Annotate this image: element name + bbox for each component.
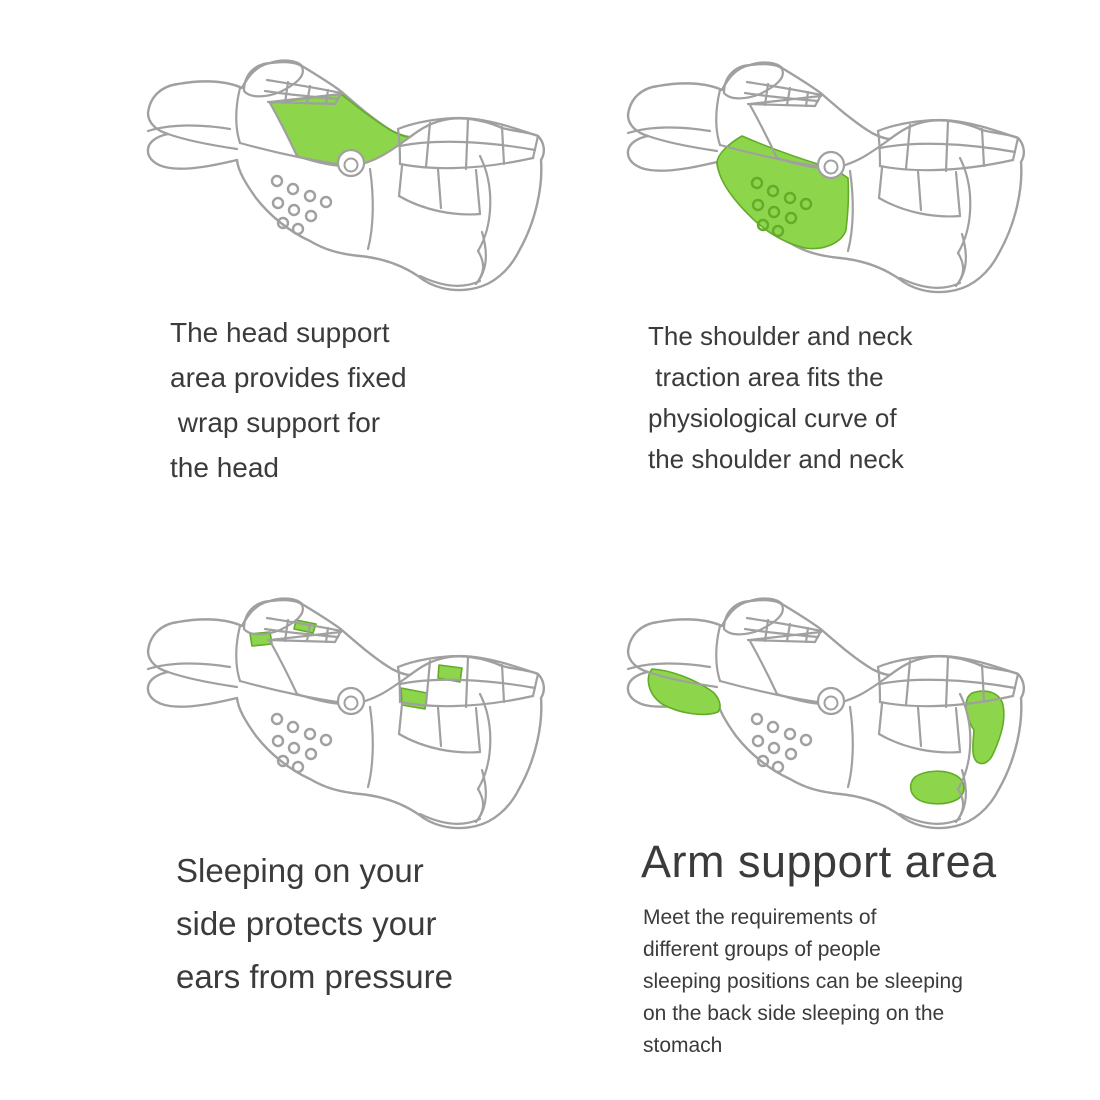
caption-arm-support: Meet the requirements of different group…	[643, 906, 963, 1057]
pillow-sketch	[626, 597, 1026, 830]
pillow-sketch	[146, 597, 546, 830]
caption-side-sleeping: Sleeping on your side protects your ears…	[176, 852, 453, 995]
pillow-illustration-head-support	[130, 36, 570, 308]
pillow-sketch	[146, 59, 546, 292]
arm-support-title: Arm support area	[641, 836, 997, 887]
pillow-sketch	[626, 61, 1026, 294]
caption-head-support: The head support area provides fixed wra…	[170, 317, 407, 483]
pillow-illustration-side-sleeping	[130, 574, 570, 846]
caption-shoulder-neck-traction: The shoulder and neck traction area fits…	[648, 321, 913, 474]
pillow-illustration-shoulder-neck-traction	[610, 38, 1050, 310]
pillow-illustration-arm-support	[610, 574, 1050, 846]
